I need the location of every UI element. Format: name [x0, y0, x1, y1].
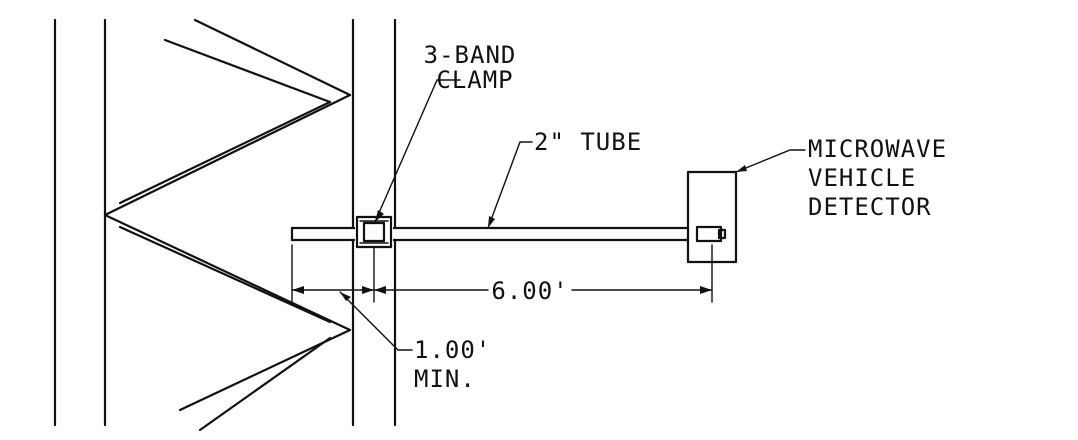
dimension-min-value: 1.00'	[414, 336, 491, 364]
detector-housing	[686, 170, 738, 264]
three-band-clamp	[355, 215, 393, 249]
tube-label: 2" TUBE	[534, 128, 642, 156]
dimension-six-feet: 6.00'	[491, 277, 568, 305]
detector-label-line2: VEHICLE	[808, 164, 916, 192]
vertical-pole	[351, 18, 397, 427]
dimension-min-label: MIN.	[414, 365, 476, 393]
clamp-label-line1: 3-BAND	[424, 41, 517, 69]
truss-diagonals	[103, 18, 352, 432]
detector-label-line3: DETECTOR	[808, 193, 932, 221]
detector-label-line1: MICROWAVE	[808, 135, 947, 163]
pole-left-lines	[53, 18, 107, 427]
tube	[290, 226, 699, 242]
clamp-label-line2: CLAMP	[436, 66, 513, 94]
dimensions	[291, 244, 713, 303]
leader-lines	[339, 79, 806, 351]
